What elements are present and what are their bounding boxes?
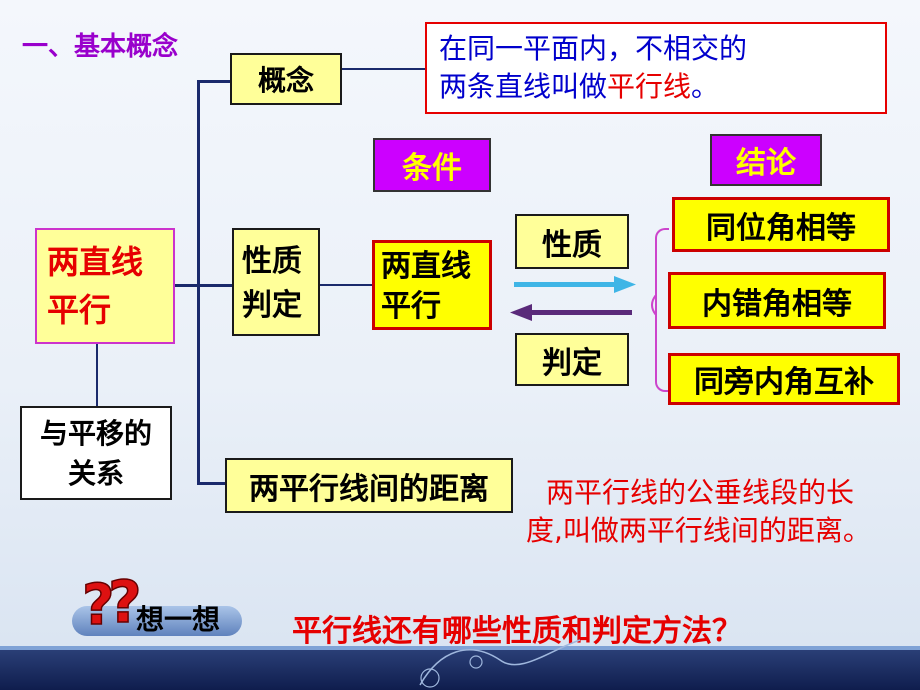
main-node-line-2: 平行 <box>47 291 112 329</box>
condition-node-line-1: 两直线 <box>381 249 471 284</box>
condition-parallel-node: 两直线 平行 <box>372 240 492 330</box>
svg-text:?: ? <box>82 573 114 638</box>
bottom-stripe <box>0 646 920 650</box>
line-to-concept <box>197 80 230 83</box>
line-concept-to-definition <box>341 68 425 70</box>
distance-node: 两平行线间的距离 <box>225 458 513 513</box>
question-marks-icon: ? ? <box>82 567 142 639</box>
distance-definition: 两平行线的公垂线段的长 度,叫做两平行线间的距离。 <box>520 474 920 550</box>
svg-text:?: ? <box>108 568 142 636</box>
definition-highlight: 平行线 <box>607 70 692 103</box>
distance-def-line-1: 两平行线的公垂线段的长 <box>546 476 855 509</box>
property-node-line-2: 判定 <box>242 288 302 323</box>
bracket-tip <box>651 295 657 315</box>
result-interior-angles: 同旁内角互补 <box>668 353 900 405</box>
main-node-line-1: 两直线 <box>47 243 144 281</box>
left-arrow-icon <box>510 304 632 321</box>
think-label: 想一想 <box>136 603 221 636</box>
condition-header: 条件 <box>373 138 491 192</box>
translation-line-1: 与平移的 <box>39 417 152 450</box>
result-alternate-angles: 内错角相等 <box>668 272 886 329</box>
result-corresponding-angles: 同位角相等 <box>672 197 890 252</box>
translation-node: 与平移的 关系 <box>20 406 172 500</box>
property-judgment-node: 性质 判定 <box>232 228 320 336</box>
distance-def-line-2: 度,叫做两平行线间的距离。 <box>526 514 871 547</box>
definition-prefix: 两条直线叫做 <box>439 70 608 103</box>
line-to-property <box>197 284 232 287</box>
concept-node: 概念 <box>230 53 342 105</box>
property-node-line-1: 性质 <box>242 244 302 279</box>
bottom-bar <box>0 650 920 690</box>
definition-line-1: 在同一平面内，不相交的 <box>439 32 748 65</box>
line-main-to-translation <box>96 342 98 406</box>
line-to-distance <box>197 482 225 485</box>
line-main-to-trunk <box>174 284 200 287</box>
main-vertical-line <box>197 80 200 485</box>
translation-line-2: 关系 <box>67 457 124 490</box>
conclusion-header: 结论 <box>710 134 822 186</box>
condition-node-line-2: 平行 <box>381 289 441 324</box>
section-title: 一、基本概念 <box>22 32 179 62</box>
definition-line-2: 两条直线叫做平行线。 <box>439 68 885 106</box>
judgment-label: 判定 <box>515 333 629 386</box>
right-arrow-icon <box>514 276 636 293</box>
decorative-swirl-icon <box>419 639 581 688</box>
main-parallel-node: 两直线 平行 <box>35 228 175 344</box>
property-label: 性质 <box>515 214 629 269</box>
results-bracket <box>655 228 669 392</box>
arrows <box>510 276 636 321</box>
definition-suffix: 。 <box>691 70 720 103</box>
question-text: 平行线还有哪些性质和判定方法？ <box>292 614 742 649</box>
think-banner <box>72 606 242 636</box>
line-property-to-parallel <box>320 284 372 286</box>
definition-box: 在同一平面内，不相交的 两条直线叫做平行线。 <box>425 22 887 114</box>
